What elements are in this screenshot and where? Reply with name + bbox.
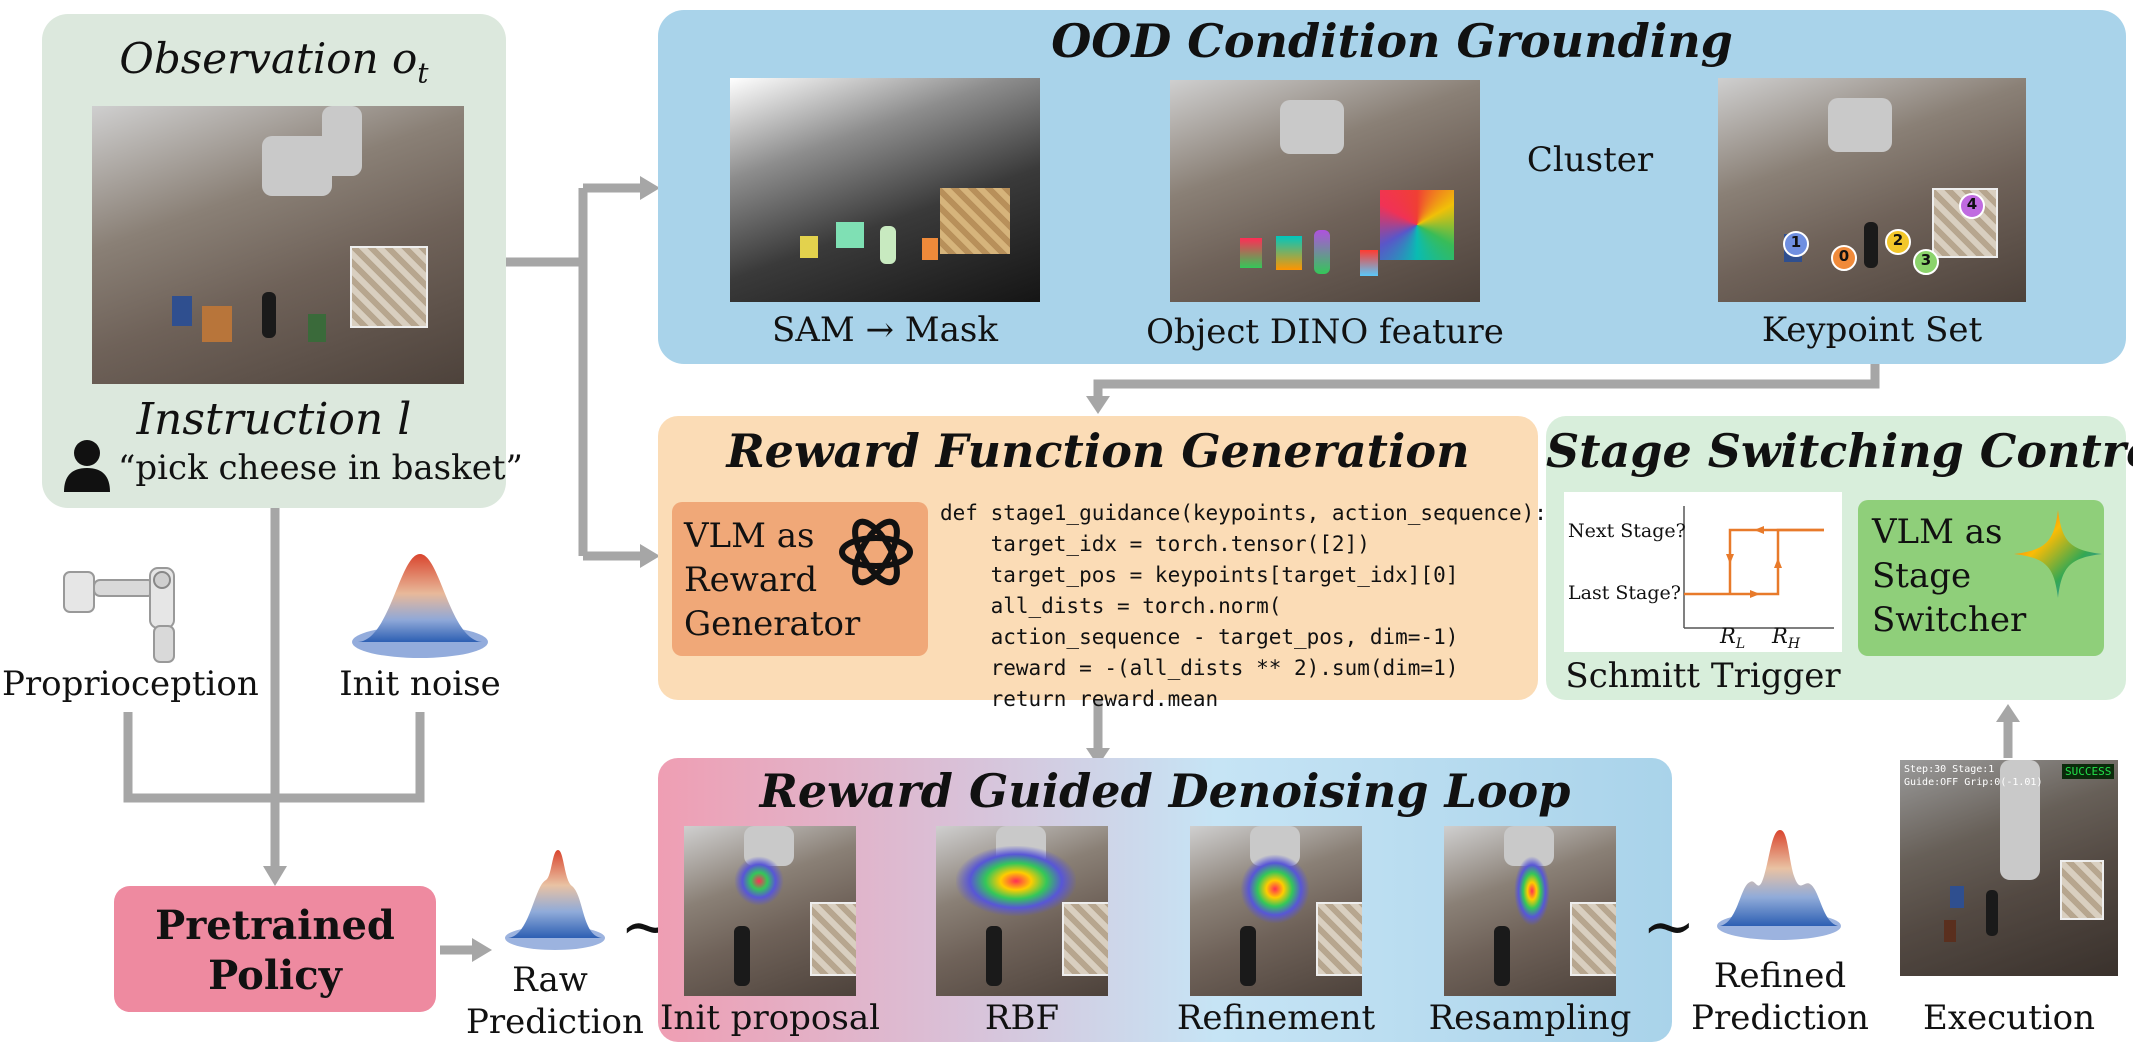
denoise-step-1-label: Init proposal (660, 998, 880, 1038)
pretrained-policy-box (114, 886, 436, 1012)
reward-title: Reward Function Generation (726, 424, 1470, 478)
keypoint-id-3: 3 (1920, 251, 1932, 269)
code-line-6: reward = -(all_dists ** 2).sum(dim=1) (940, 656, 1459, 680)
raw-prediction-distribution (505, 850, 605, 950)
denoise-step-3-label: Refinement (1176, 998, 1376, 1038)
observation-image (92, 106, 464, 384)
keypoint-id-0: 0 (1838, 247, 1850, 265)
refinement-image (1190, 826, 1362, 996)
keypoint-set-image (1718, 78, 2026, 302)
sam-mask-label: SAM → Mask (772, 310, 998, 350)
instruction-title: Instruction l (136, 394, 412, 445)
execution-label: Execution (1923, 998, 2095, 1038)
threshold-rh-label: RH (1772, 624, 1801, 653)
keypoint-id-2: 2 (1892, 231, 1904, 249)
raw-prediction-line1: Raw (512, 960, 588, 1000)
cluster-label: Cluster (1526, 140, 1654, 180)
vlm-stage-line2: Stage (1872, 556, 1972, 596)
init-proposal-image (684, 826, 856, 996)
code-line-7: return reward.mean (940, 687, 1219, 711)
tilde-right: ~ (1642, 890, 1696, 964)
vlm-stage-line1: VLM as (1872, 512, 2003, 552)
vlm-stage-switcher-box (1858, 500, 2104, 656)
resampling-image (1444, 826, 1616, 996)
observation-title: Observation ot (119, 34, 429, 90)
rbf-image (936, 826, 1108, 996)
dino-feature-image (1170, 80, 1480, 302)
raw-prediction-line2: Prediction (466, 1002, 644, 1042)
execution-success-badge: SUCCESS (2062, 764, 2115, 779)
last-stage-label: Last Stage? (1568, 582, 1681, 604)
schmitt-trigger-curve (1683, 506, 1834, 629)
instruction-text: “pick cheese in basket” (118, 448, 523, 488)
ood-title: OOD Condition Grounding (1051, 14, 1733, 68)
vlm-reward-line3: Generator (684, 604, 861, 644)
next-stage-label: Next Stage? (1568, 520, 1686, 542)
init-noise-label: Init noise (339, 664, 501, 704)
code-line-4: all_dists = torch.norm( (940, 594, 1282, 618)
noise-distribution-icon (352, 554, 488, 658)
robot-arm-icon (63, 567, 175, 663)
policy-label-line1: Pretrained (155, 902, 395, 949)
code-line-2: target_idx = torch.tensor([2]) (940, 532, 1370, 556)
sam-mask-image (730, 78, 1040, 302)
keypoint-id-4: 4 (1966, 195, 1978, 213)
code-line-5: action_sequence - target_pos, dim=-1) (940, 625, 1459, 649)
code-line-3: target_pos = keypoints[target_idx][0] (940, 563, 1459, 587)
vlm-reward-line1: VLM as (684, 516, 815, 556)
vlm-reward-line2: Reward (684, 560, 818, 600)
dino-feature-label: Object DINO feature (1146, 312, 1504, 352)
proprioception-label: Proprioception (2, 664, 259, 704)
sparkle-logo-icon (2014, 510, 2102, 598)
keypoint-set-label: Keypoint Set (1761, 310, 1983, 350)
code-line-1: def stage1_guidance(keypoints, action_se… (940, 501, 1547, 525)
schmitt-trigger-label: Schmitt Trigger (1565, 656, 1841, 696)
schmitt-trigger-plot (1564, 492, 1842, 652)
refined-prediction-line1: Refined (1713, 956, 1847, 996)
stage-title: Stage Switching Control (1546, 424, 2133, 478)
execution-hud-line2: Guide:OFF Grip:0(-1.01) (1904, 777, 2043, 788)
policy-label-line2: Policy (208, 952, 342, 999)
refined-prediction-line2: Prediction (1691, 998, 1869, 1038)
execution-image (1900, 760, 2118, 976)
keypoint-id-1: 1 (1790, 233, 1802, 251)
execution-hud-line1: Step:30 Stage:1 (1904, 764, 1995, 775)
vlm-stage-line3: Switcher (1872, 600, 2027, 640)
denoise-step-2-label: RBF (984, 998, 1060, 1038)
refined-prediction-distribution (1717, 830, 1841, 940)
user-icon (64, 440, 110, 492)
keypoint-markers (1783, 193, 1985, 275)
denoise-step-4-label: Resampling (1428, 998, 1632, 1038)
denoise-title: Reward Guided Denoising Loop (759, 764, 1571, 818)
llm-logo-icon (839, 518, 913, 586)
threshold-rl-label: RL (1720, 624, 1746, 653)
